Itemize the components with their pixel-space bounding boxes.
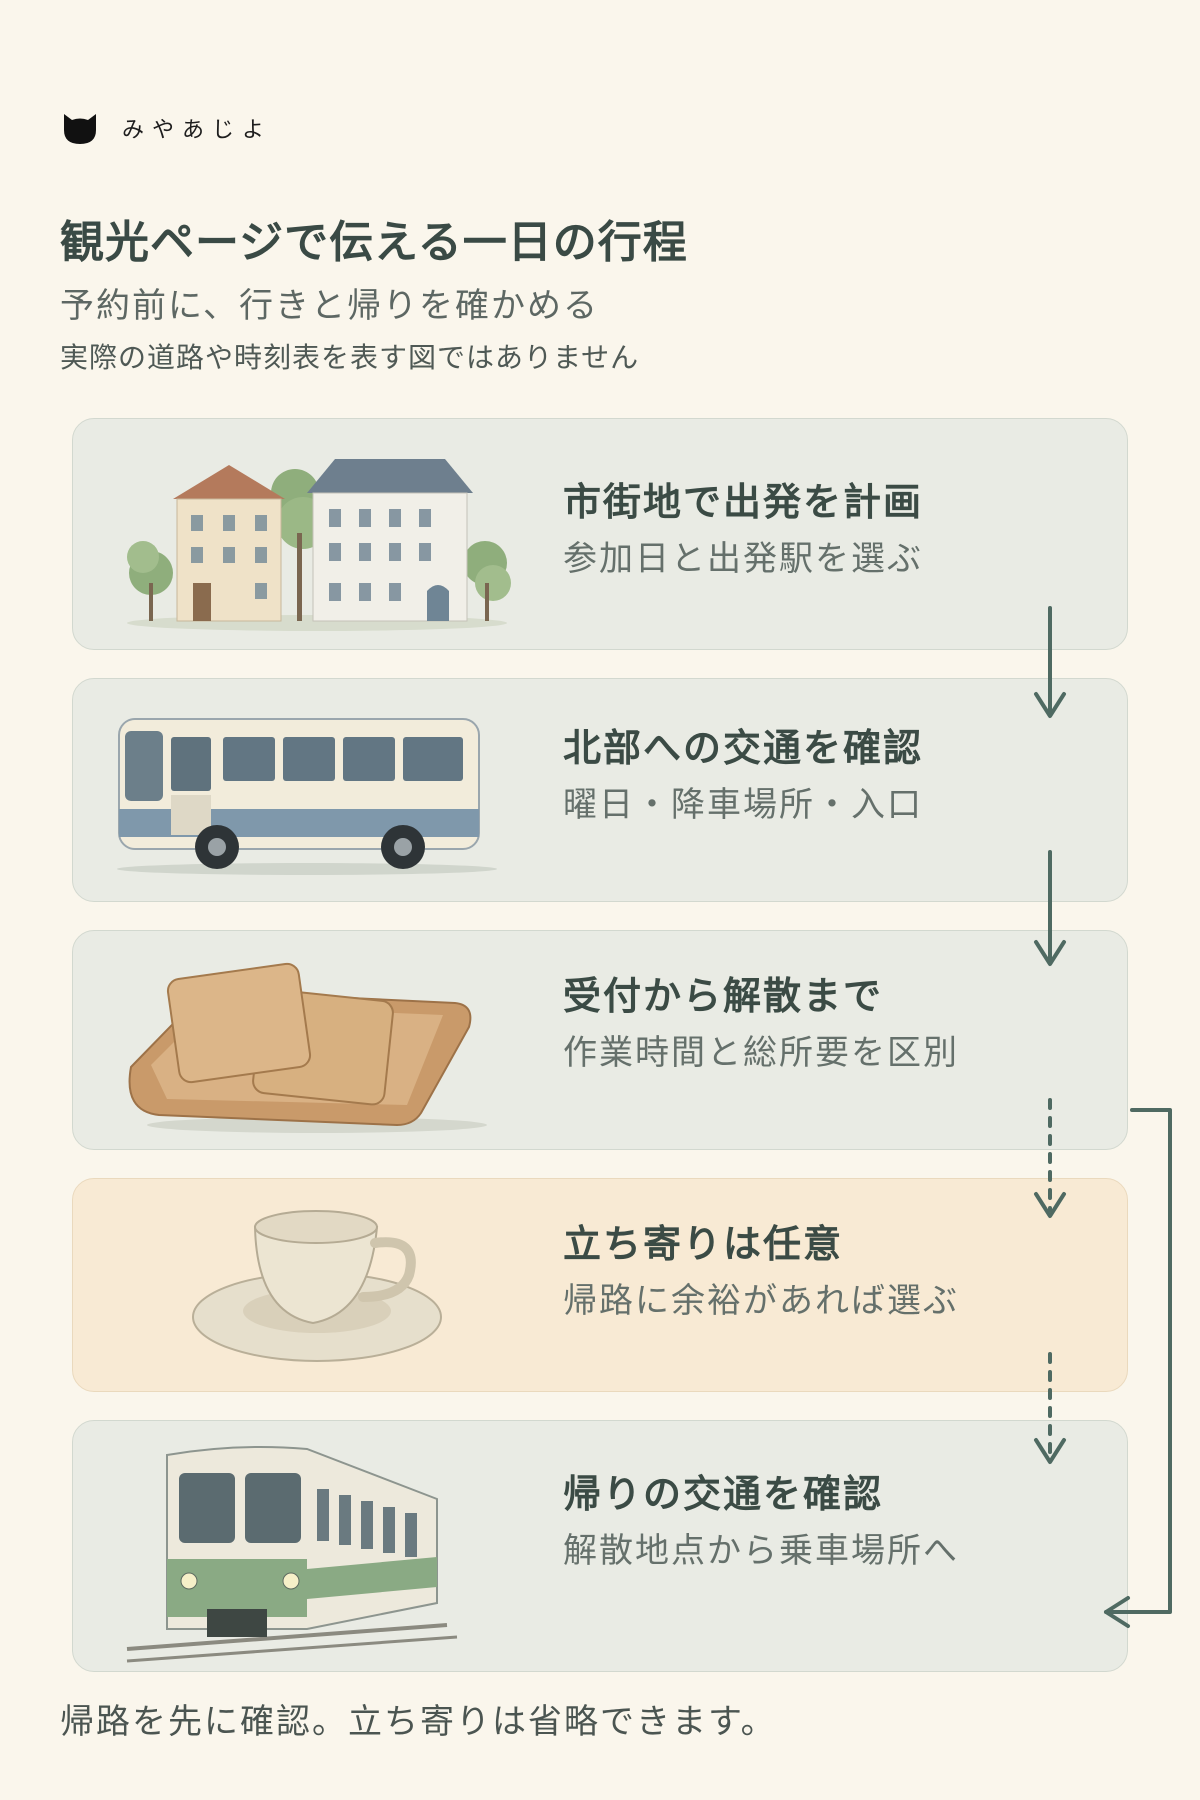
step-subtitle: 解散地点から乗車場所へ [563,1531,959,1571]
coffee-cup-icon [192,1210,442,1362]
step-card-activity: 受付から解散まで 作業時間と総所要を区別 [72,930,1128,1150]
step-title: 市街地で出発を計画 [563,480,924,524]
page-subtitle: 予約前に、行きと帰りを確かめる [60,286,599,326]
disclaimer-note: 実際の道路や時刻表を表す図ではありません [60,341,640,374]
town-houses-icon [127,459,511,631]
step-card-optional-stop: 立ち寄りは任意 帰路に余裕があれば選ぶ [72,1178,1128,1392]
step-title: 立ち寄りは任意 [563,1222,844,1266]
step-title: 北部への交通を確認 [563,726,924,770]
brand-name: みやあじよ [122,118,273,143]
step-title: 帰りの交通を確認 [563,1472,884,1516]
cat-icon [64,114,96,144]
step-subtitle: 帰路に余裕があれば選ぶ [563,1281,959,1321]
step-title: 受付から解散まで [563,974,884,1018]
step-subtitle: 作業時間と総所要を区別 [563,1033,959,1073]
step-card-return-transport: 帰りの交通を確認 解散地点から乗車場所へ [72,1420,1128,1672]
step-card-outbound-transport: 北部への交通を確認 曜日・降車場所・入口 [72,678,1128,902]
page-title: 観光ページで伝える一日の行程 [60,217,688,268]
train-icon [126,1446,458,1663]
step-subtitle: 参加日と出発駅を選ぶ [563,539,923,579]
step-card-plan: 市街地で出発を計画 参加日と出発駅を選ぶ [72,418,1128,650]
bus-icon [117,718,497,875]
footer-note: 帰路を先に確認。立ち寄りは省略できます。 [60,1702,777,1742]
wooden-tray-icon [128,962,487,1133]
step-subtitle: 曜日・降車場所・入口 [563,785,923,825]
brand: みやあじよ [60,108,272,148]
